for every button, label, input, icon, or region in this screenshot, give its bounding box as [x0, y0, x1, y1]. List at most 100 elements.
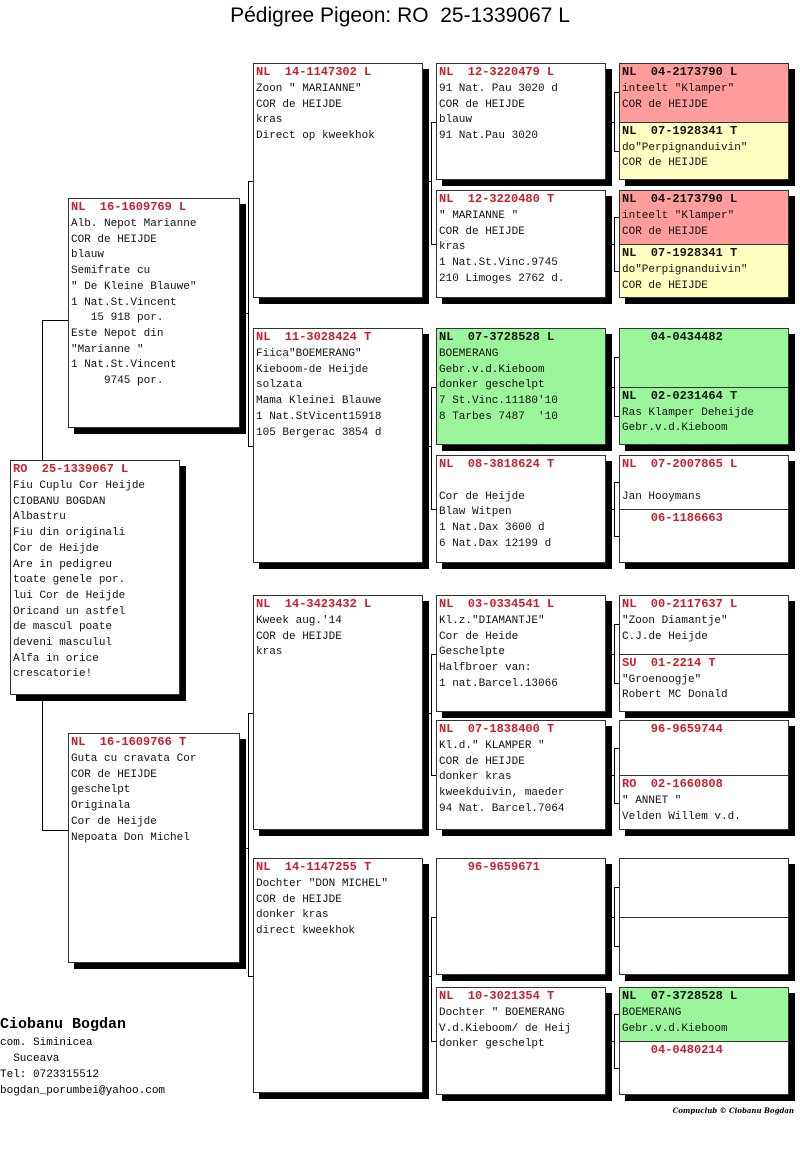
breeder-city: Suceava [0, 1053, 60, 1065]
pigeon-info-line: 1 Nat.StVicent15918 [256, 410, 382, 423]
pigeon-box-gen5[interactable]: 96-9659744 [619, 720, 789, 776]
pigeon-info-line: blauw [71, 249, 105, 262]
pigeon-box-gen5[interactable] [619, 916, 789, 975]
pigeon-box-gen5[interactable]: RO 02-1660808" ANNET "Velden Willem v.d. [619, 775, 789, 830]
pigeon-info-line: Robert MC Donald [622, 689, 728, 702]
pigeon-info-line: COR de HEIJDE [622, 157, 708, 170]
pigeon-info-line: lui Cor de Heijde [13, 589, 126, 602]
connector-line [248, 180, 253, 182]
ring-number: NL 11-3028424 T [256, 330, 372, 344]
pigeon-info-line: COR de HEIJDE [622, 279, 708, 292]
pigeon-info-line: do"Perpignanduivin" [622, 141, 748, 154]
connector-line [248, 975, 253, 977]
connector-line [606, 1041, 614, 1042]
pigeon-info-line: COR de HEIJDE [622, 225, 708, 238]
pigeon-box-gen5[interactable]: NL 00-2117637 L"Zoon Diamantje"C.J.de He… [619, 595, 789, 655]
breeder-name: Ciobanu Bogdan [0, 1016, 127, 1033]
breeder-info: Ciobanu Bogdan com. Siminicea Suceava Te… [0, 1015, 165, 1099]
pigeon-info-line: blauw [439, 114, 473, 127]
pigeon-info-line: Kl.d." KLAMPER " [439, 740, 545, 752]
pigeon-box-gen5[interactable]: 06-1186663 [619, 509, 789, 563]
pigeon-info-line: Direct op kweekhok [256, 130, 375, 143]
pigeon-box-gen5[interactable]: 04-0480214 [619, 1041, 789, 1095]
ring-number: NL 14-1147302 L [256, 65, 372, 79]
ring-number: NL 00-2117637 L [622, 597, 738, 611]
connector-line [614, 357, 615, 416]
pigeon-info-line: COR de HEIJDE [439, 98, 525, 111]
ring-number: NL 10-3021354 T [439, 989, 555, 1003]
pigeon-info-line: Kweek aug.'14 [256, 615, 342, 627]
pigeon-box-gen4[interactable]: NL 12-3220480 T" MARIANNE "COR de HEIJDE… [436, 190, 606, 298]
pigeon-box-gen5[interactable]: NL 07-1928341 T do"Perpignanduivin" COR de… [619, 121, 789, 180]
pigeon-info-line: 15 918 por. [71, 312, 164, 325]
connector-line [42, 830, 68, 831]
pigeon-info-line: donker geschelpt [439, 379, 545, 392]
connector-line [614, 747, 615, 803]
connector-line [614, 887, 615, 946]
pigeon-info-line: Are in pedigreu [13, 558, 113, 571]
pigeon-info-line: COR de HEIJDE [439, 755, 525, 768]
pigeon-info-line: kweekduivin, maeder [439, 787, 565, 800]
pigeon-info-line: direct kweekhok [256, 925, 356, 938]
connector-line [614, 357, 619, 359]
ring-number: NL 04-2173790 L [622, 65, 738, 79]
pigeon-box-gen5[interactable]: SU 01-2214 T"Groenoogje"Robert MC Donald [619, 653, 789, 712]
pigeon-box-gen4[interactable]: 96-9659671 [436, 858, 606, 975]
pigeon-info-line: COR de HEIJDE [622, 98, 708, 111]
connector-line [614, 150, 619, 152]
pigeon-info-line: COR de HEIJDE [256, 630, 342, 643]
ring-number: NL 07-1928341 T [622, 123, 738, 138]
connector-line [614, 624, 619, 626]
pigeon-info-line: 94 Nat. Barcel.7064 [439, 802, 565, 815]
pigeon-info-line: Cor de Heijde [13, 542, 99, 555]
ring-number: NL 14-3423432 L [256, 597, 372, 611]
pigeon-info-line: Kl.z."DIAMANTJE" [439, 615, 545, 627]
pigeon-info-line: Jan Hooymans [622, 490, 702, 503]
pigeon-info-line: 105 Bergerac 3854 d [256, 426, 382, 439]
ring-number [622, 919, 786, 934]
connector-line [606, 509, 614, 510]
pigeon-info-line: Geschelpte [439, 646, 506, 659]
pigeon-info-line: Zoon " MARIANNE" [256, 83, 362, 95]
connector-line [614, 217, 615, 271]
connector-line [431, 509, 436, 510]
pigeon-info-line [622, 474, 786, 490]
ring-number: RO 02-1660808 [622, 777, 723, 791]
pigeon-box-gen5[interactable]: 04-0434482 [619, 328, 789, 388]
ring-number: NL 14-1147255 T [256, 860, 372, 874]
pigeon-info-line: Albastru [13, 511, 66, 524]
pigeon-info-line: Ras Klamper Deheijde [622, 406, 755, 419]
pigeon-info-line: Originala [71, 800, 131, 813]
pigeon-info-line: Kieboom-de Heijde [256, 363, 369, 376]
pigeon-info-line: donker geschelpt [439, 1038, 545, 1051]
connector-line [614, 945, 619, 947]
connector-line [614, 415, 619, 417]
connector-line [240, 848, 248, 849]
ring-number: NL 12-3220480 T [439, 192, 555, 206]
pigeon-info-line: Alfa in orice [13, 652, 99, 665]
ring-number: 06-1186663 [622, 511, 723, 525]
ring-number: NL 02-0231464 T [622, 388, 738, 403]
pigeon-box-gen5[interactable] [619, 858, 789, 918]
ring-number: NL 07-1928341 T [622, 246, 738, 260]
ring-number: 04-0480214 [622, 1043, 723, 1057]
